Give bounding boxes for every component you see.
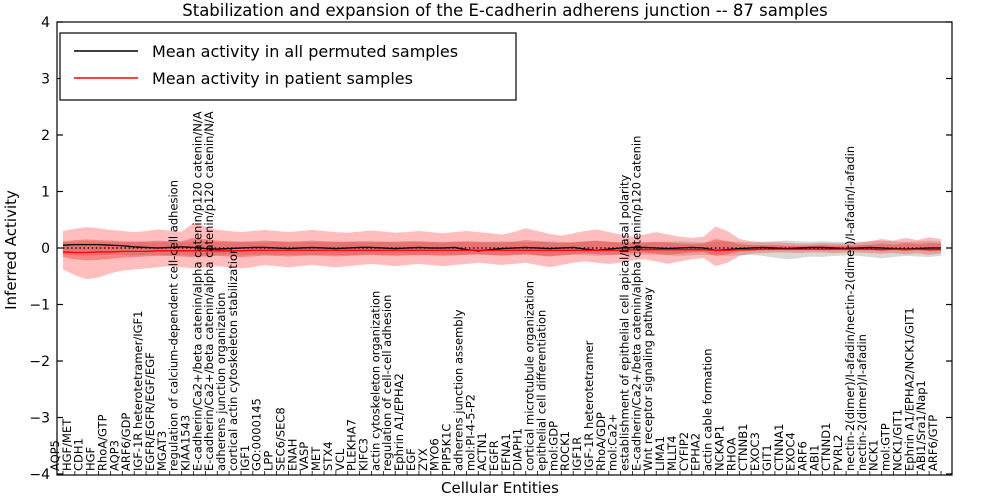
x-category-label: ZYX — [416, 448, 430, 471]
x-category-label: regulation of calcium-dependent cell-cel… — [167, 180, 181, 471]
x-category-label: HGF — [84, 447, 98, 471]
legend-label-patient: Mean activity in patient samples — [152, 69, 413, 88]
x-category-label: nectin-2(dimer)/I-afadin/nectin-2(dimer)… — [843, 146, 857, 471]
x-category-label: E-cadherin/Ca2+/beta catenin/alpha caten… — [202, 111, 216, 471]
x-category-label: NCKAP1 — [712, 425, 726, 471]
legend-label-permuted: Mean activity in all permuted samples — [152, 42, 458, 61]
x-category-label: Wnt receptor signaling pathway — [641, 287, 655, 471]
x-category-label: CTNNA1 — [772, 424, 786, 471]
band-patient-samples-outer-band — [63, 223, 941, 280]
x-category-label: EXOC3 — [748, 432, 762, 471]
y-axis-ticks: 4 3 2 1 0 −1 −2 −3 −4 — [29, 15, 952, 483]
y-axis-label: Inferred Activity — [2, 190, 20, 310]
x-category-label: EPHA2 — [689, 433, 703, 471]
x-category-label: NCK1 — [867, 440, 881, 472]
y-tick-label: 1 — [41, 185, 50, 201]
x-category-label: mol:Ca2+ — [606, 414, 620, 471]
x-category-label: RHOA — [724, 438, 738, 471]
x-category-label: NCK1/GIT1 — [890, 409, 904, 471]
x-axis-ticks — [62, 471, 942, 475]
x-category-label: AQP5 — [48, 440, 62, 471]
y-tick-label: −1 — [29, 298, 50, 314]
x-category-label: ARF6/GTP — [926, 415, 940, 471]
x-category-label: MET — [309, 446, 323, 471]
series-line-patient — [62, 248, 941, 254]
x-category-label: MGAT3 — [155, 431, 169, 471]
x-category-label: STX4 — [321, 441, 335, 471]
x-category-label: MYO6 — [428, 438, 442, 471]
x-category-label: ARF6/GDP — [119, 413, 133, 471]
x-category-label: ROCK1 — [558, 431, 572, 471]
x-category-label: mol:GTP — [879, 423, 893, 471]
x-category-label: CTNND1 — [819, 423, 833, 471]
x-category-label: CTNNB1 — [736, 424, 750, 471]
x-category-label: ABI1/Sra1/Nap1 — [914, 380, 928, 471]
x-category-label: LIMA1 — [653, 436, 667, 471]
x-category-label: EGF — [404, 448, 418, 471]
x-category-label: Ephrin A1/EPHA2 — [392, 373, 406, 471]
y-tick-label: −2 — [29, 354, 50, 370]
x-category-label: ARF6 — [795, 441, 809, 471]
x-category-label: adherens junction organization — [214, 293, 228, 471]
x-category-label: IGF-1R heterotetramer — [582, 340, 596, 471]
x-category-label: nectin-2(dimer)/I-afadin — [855, 334, 869, 471]
x-category-label: cortical actin cytoskeleton stabilizatio… — [226, 247, 240, 471]
x-category-label: GIT1 — [760, 444, 774, 471]
x-category-label: IGF-1R heterotetramer/IGF1 — [131, 311, 145, 471]
x-category-label: AQP3 — [107, 440, 121, 471]
x-category-label: E-cadherin/Ca2+/beta catenin/alpha caten… — [190, 111, 204, 471]
y-tick-label: 0 — [41, 241, 50, 257]
x-category-label: IGF1 — [238, 445, 252, 471]
x-category-label: ENAH — [285, 439, 299, 471]
chart-title: Stabilization and expansion of the E-cad… — [182, 1, 828, 20]
x-category-label: IGF1R — [570, 437, 584, 471]
x-category-label: EGFR/EGFR/EGF/EGF — [143, 352, 157, 471]
x-category-label: adherens junction assembly — [451, 309, 465, 471]
x-category-label: CDH1 — [72, 438, 86, 471]
x-category-label: RhoA/GDP — [594, 412, 608, 471]
x-category-label: EFNA1 — [499, 433, 513, 471]
x-category-label: SEC6/SEC8 — [273, 407, 287, 471]
y-tick-label: 3 — [41, 72, 50, 88]
x-category-label: KIAA1543 — [179, 415, 193, 471]
y-tick-label: −4 — [29, 467, 50, 483]
x-category-label: actin cable formation — [701, 348, 715, 471]
x-category-label: mol:GDP — [546, 421, 560, 471]
x-category-label: DIAPH1 — [511, 428, 525, 471]
legend: Mean activity in all permuted samples Me… — [59, 32, 517, 101]
y-tick-label: 4 — [41, 15, 50, 31]
x-category-label: cortical microtubule organization — [523, 281, 537, 471]
x-category-label: mol:PI-4-5-P2 — [463, 394, 477, 471]
x-category-label: epithelial cell differentiation — [534, 310, 548, 471]
x-category-label: ABI1 — [807, 445, 821, 471]
x-category-label: EGFR — [487, 440, 501, 471]
x-category-label: establishment of epithelial cell apical/… — [618, 175, 632, 471]
x-category-label: PLEKHA7 — [345, 419, 359, 471]
x-category-label: actin cytoskeleton organization — [368, 291, 382, 471]
x-axis-label: Cellular Entities — [441, 479, 559, 497]
x-category-label: CYFIP2 — [677, 432, 691, 471]
x-category-label: EXOC4 — [784, 432, 798, 471]
x-category-label: GO:0000145 — [250, 398, 264, 471]
x-category-label: PIP5K1C — [440, 424, 454, 471]
x-axis-category-labels: AQP5HGF/METCDH1HGFRhoA/GTPAQP3ARF6/GDPIG… — [48, 111, 940, 471]
x-category-label: Ephrin A1/EPHA2/NCK1/GIT1 — [902, 307, 916, 471]
y-tick-label: 2 — [41, 128, 50, 144]
x-category-label: RhoA/GTP — [95, 414, 109, 471]
lines-group — [62, 243, 941, 254]
x-category-label: E-cadherin/Ca2+/beta catenin/alpha caten… — [629, 136, 643, 471]
x-category-label: LPP — [262, 451, 276, 471]
y-tick-label: −3 — [29, 411, 50, 427]
x-category-label: MLLT4 — [665, 436, 679, 472]
x-category-label: VCL — [333, 448, 347, 471]
x-category-label: PVRL2 — [831, 434, 845, 471]
x-category-label: ACTN1 — [475, 432, 489, 471]
x-category-label: VASP — [297, 442, 311, 471]
x-category-label: KIFC3 — [356, 438, 370, 471]
legend-box — [59, 32, 517, 101]
x-category-label: regulation of cell-cell adhesion — [380, 295, 394, 471]
x-category-label: HGF/MET — [60, 418, 74, 471]
